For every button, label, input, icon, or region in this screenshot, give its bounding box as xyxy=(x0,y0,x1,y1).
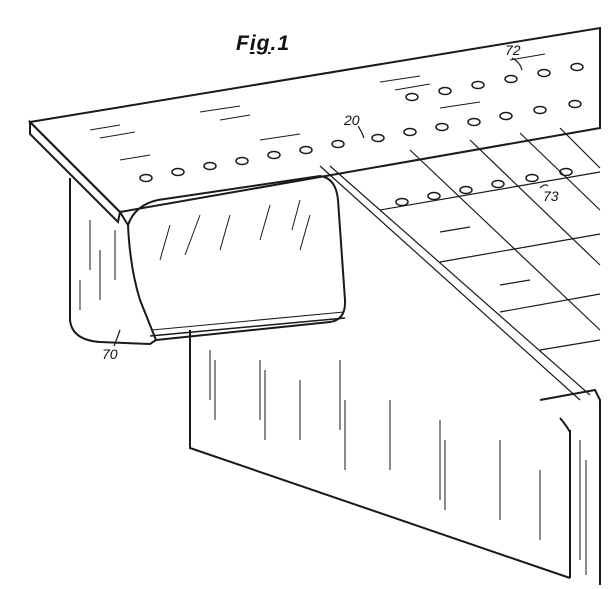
lamp-housing-70 xyxy=(69,174,347,346)
ref-numeral-73: 73 xyxy=(543,188,559,204)
lower-housing xyxy=(189,330,601,585)
housing-shading xyxy=(209,350,587,575)
hole-row-73 xyxy=(395,167,573,207)
ref-numeral-20: 20 xyxy=(344,112,360,128)
hole-row-72 xyxy=(405,62,584,102)
figure-title-underlined: ig xyxy=(249,32,271,55)
slatted-panel xyxy=(319,127,601,401)
shelf-top xyxy=(27,26,601,225)
leader-lines xyxy=(113,57,549,347)
ref-numeral-70: 70 xyxy=(102,346,118,362)
figure-title: Fig.1 xyxy=(236,32,290,56)
hole-row-20 xyxy=(139,99,582,183)
lamp-shading xyxy=(79,199,311,310)
ref-numeral-72: 72 xyxy=(505,42,521,58)
figure-title-prefix: F xyxy=(236,32,250,55)
figure-title-suffix: .1 xyxy=(270,32,291,55)
